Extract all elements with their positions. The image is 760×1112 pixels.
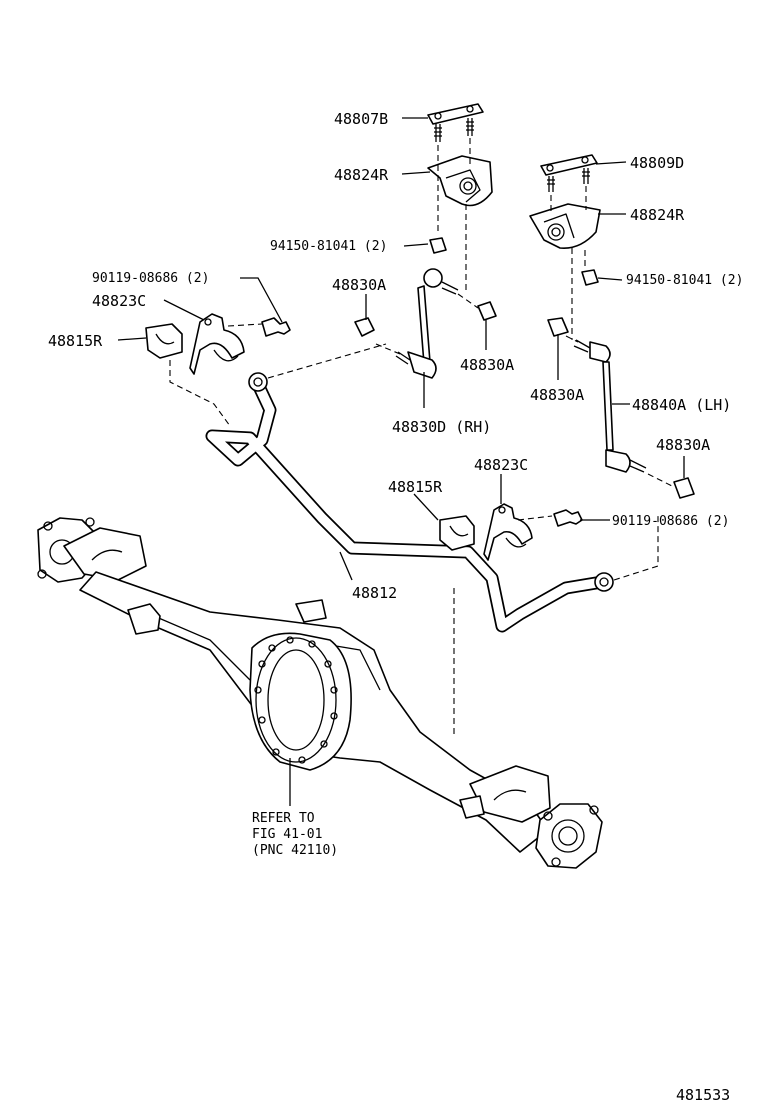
label-48807B: 48807B [334,110,388,128]
label-48823C-right: 48823C [474,456,528,474]
label-48830A-upper-left: 48830A [332,276,386,294]
link-48840A [573,339,647,473]
bracket-48809D [540,154,598,192]
label-48830A-mid: 48830A [460,356,514,374]
label-48830A-right-lower: 48830A [656,436,710,454]
axle-housing [37,517,603,869]
label-refer-line1: REFER TO [252,811,315,826]
label-48809D: 48809D [630,154,684,172]
leader-lines [117,117,685,806]
bushing-48830A-upper-left [354,317,375,337]
label-48812: 48812 [352,584,397,602]
label-90119-right: 90119-08686 (2) [612,514,729,529]
clamp-48823C-right [483,503,533,561]
bolt-90119-left [261,317,291,337]
figure-number: 481533 [676,1086,730,1104]
label-94150-right: 94150-81041 (2) [626,273,743,288]
label-refer-line2: FIG 41-01 [252,827,322,842]
label-94150-left: 94150-81041 (2) [270,239,387,254]
label-90119-left: 90119-08686 (2) [92,271,209,286]
label-48824R-right: 48824R [630,206,685,224]
label-48830A-right-upper: 48830A [530,386,584,404]
nut-94150-right [581,269,599,286]
bushing-48830A-mid [477,301,497,321]
link-48830D [395,268,459,379]
label-48824R-left: 48824R [334,166,389,184]
bracket-48807B [427,103,484,142]
bracket-48824R-left [427,155,493,207]
clamp-48823C-left [189,313,245,375]
bolt-90119-right [553,509,583,527]
nut-94150-left [429,237,447,254]
label-48823C-left: 48823C [92,292,146,310]
label-48830D: 48830D (RH) [392,418,491,436]
label-48840A: 48840A (LH) [632,396,731,414]
stabilizer-bar-48812 [205,372,614,633]
bushing-48815R-left [145,323,183,359]
label-48815R-left: 48815R [48,332,103,350]
label-refer-line3: (PNC 42110) [252,843,338,858]
bracket-48824R-right [529,203,601,249]
label-48815R-right: 48815R [388,478,443,496]
bushing-48830A-right-upper [547,317,569,337]
bushing-48815R-right [439,515,475,551]
bushing-48830A-right-lower [673,477,695,499]
